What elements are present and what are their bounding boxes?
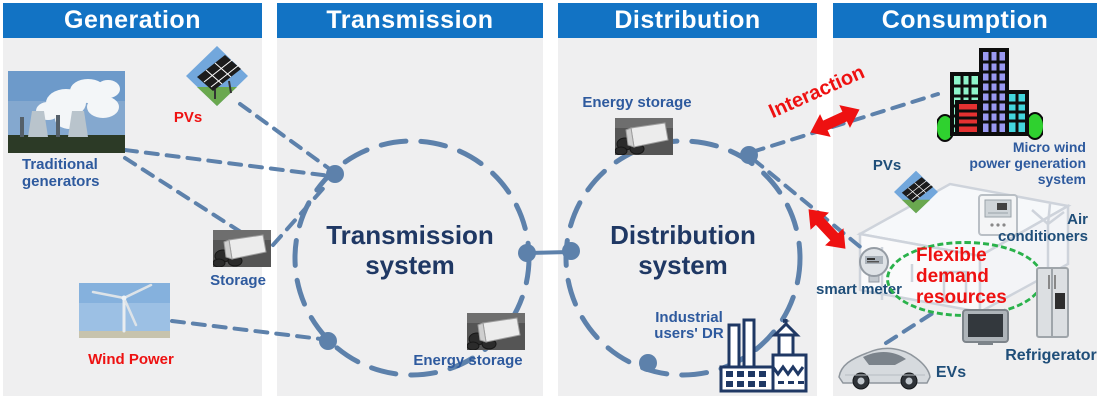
- air-conditioners-label: Air conditioners: [997, 211, 1088, 245]
- traditional-generators-photo: [8, 71, 125, 153]
- energy-storage-label-transmission: Energy storage: [413, 352, 523, 369]
- transmission-system-title: Transmission system: [326, 220, 494, 280]
- distribution-system-title: Distribution system: [610, 220, 756, 280]
- pvs-generation-label: PVs: [173, 109, 203, 126]
- refrigerator-icon: [1036, 267, 1069, 338]
- storage-photo: [213, 230, 271, 267]
- column-header-distribution: Distribution: [558, 3, 817, 38]
- energy-storage-label-distribution: Energy storage: [582, 94, 692, 111]
- interaction-arrow-icon: [810, 105, 860, 137]
- pv-panel-small-icon: [894, 170, 938, 214]
- smart-meter-label: smart meter: [816, 281, 902, 298]
- traditional-generators-label: Traditional generators: [22, 156, 100, 190]
- city-buildings-icon: [937, 48, 1043, 142]
- factory-icon: [719, 318, 808, 393]
- refrigerator-label: Refrigerator: [1005, 347, 1097, 364]
- micro-wind-label: Micro wind power generation system: [969, 139, 1086, 187]
- energy-storage-photo-distribution: [615, 118, 673, 155]
- ev-car-icon: [838, 347, 931, 390]
- evs-label: EVs: [935, 364, 967, 381]
- interaction-arrow-icon: [808, 209, 846, 249]
- storage-label: Storage: [210, 272, 266, 289]
- column-header-consumption: Consumption: [833, 3, 1097, 38]
- pvs-consumption-label: PVs: [872, 157, 902, 174]
- wind-power-photo: [79, 283, 170, 338]
- column-header-transmission: Transmission: [277, 3, 543, 38]
- energy-storage-photo-transmission: [467, 313, 525, 350]
- flexible-demand-label: Flexible demand resources: [916, 245, 1007, 308]
- wind-power-label: Wind Power: [88, 351, 174, 368]
- industrial-users-dr-label: Industrial users' DR: [654, 309, 724, 342]
- smart-meter-icon: [859, 247, 889, 283]
- air-conditioner-icon: [978, 194, 1018, 236]
- pv-panel-icon: [186, 46, 248, 106]
- tv-icon: [962, 309, 1009, 345]
- column-header-generation: Generation: [3, 3, 262, 38]
